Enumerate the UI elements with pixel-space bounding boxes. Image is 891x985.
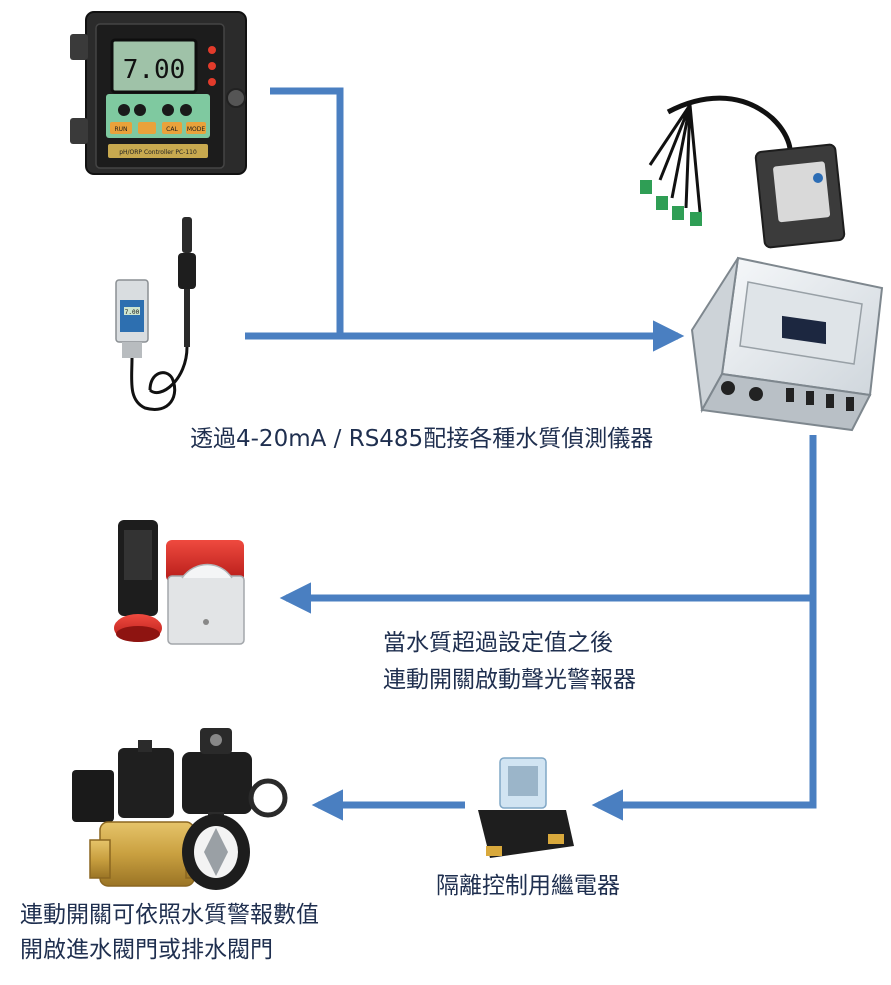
flow-connectors	[245, 87, 817, 821]
solenoid-valve	[72, 740, 203, 887]
transmitter-device: 7.00	[115, 279, 177, 411]
butterfly-valve	[182, 728, 288, 890]
valve-caption-line1: 連動開關可依照水質警報數值	[20, 902, 319, 928]
model-plate: pH/ORP Controller PC-110	[119, 149, 197, 156]
btn-mode-label: MODE	[187, 126, 206, 133]
data-logger-device	[640, 95, 846, 249]
arrow-controller-down	[591, 435, 817, 821]
alarm-caption-line1: 當水質超過設定值之後	[383, 630, 613, 656]
btn-cal-label: CAL	[166, 126, 178, 133]
alarm-caption-line2: 連動開關啟動聲光警報器	[383, 667, 636, 693]
transmitter-readout: 7.00	[125, 309, 140, 316]
relay-caption: 隔離控制用繼電器	[436, 873, 620, 899]
siren-device	[166, 540, 245, 645]
control-enclosure	[690, 256, 884, 432]
arrow-sensors-to-controller	[270, 87, 344, 336]
valve-caption-line2: 開啟進水閥門或排水閥門	[20, 937, 273, 963]
sensors-caption: 透過4-20mA / RS485配接各種水質偵測儀器	[190, 426, 654, 452]
lcd-readout: 7.00	[123, 55, 186, 85]
ph-controller-device: 7.00 RUN CAL MODE pH/ORP Controller PC-1…	[70, 11, 247, 175]
buzzer-light-device	[114, 520, 162, 642]
btn-run-label: RUN	[114, 126, 127, 133]
lcd-display	[110, 38, 198, 94]
relay-device	[478, 757, 574, 858]
ph-probe	[148, 217, 196, 394]
